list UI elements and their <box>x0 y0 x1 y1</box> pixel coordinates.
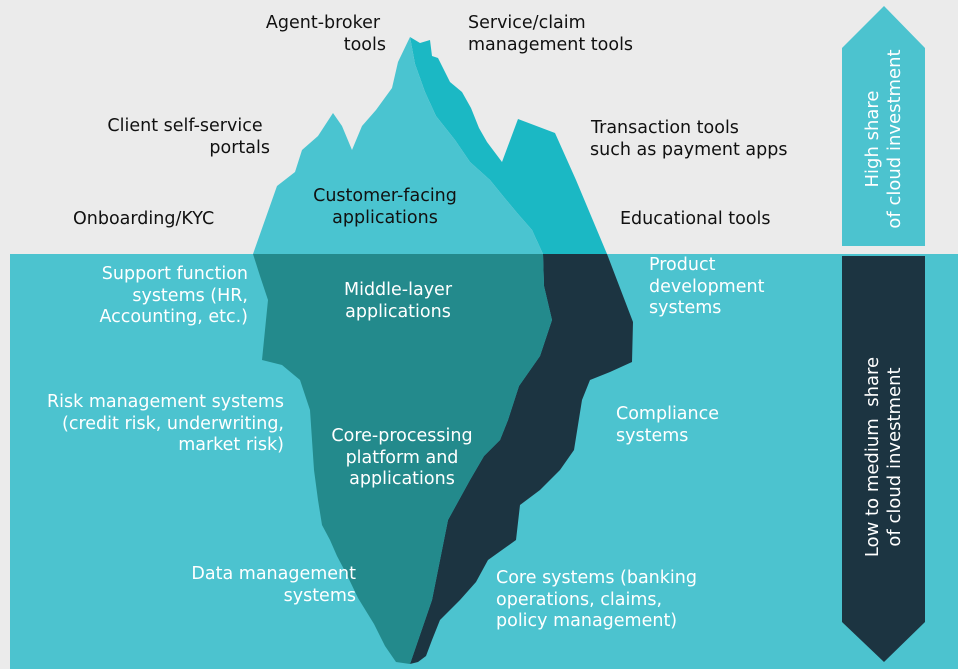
arrow-upper-section <box>842 6 925 246</box>
iceberg-tip-right-face <box>410 37 607 254</box>
onboarding-kyc-label: Onboarding/KYC <box>73 209 215 229</box>
iceberg-submerged-dark-face <box>410 254 633 664</box>
educational-tools-label: Educational tools <box>620 209 771 229</box>
risk-management-systems-label: Risk management systems(credit risk, und… <box>46 392 284 455</box>
iceberg-submerged-main-face <box>253 254 552 664</box>
arrow-lower-section <box>842 256 925 662</box>
iceberg-tip-left-face <box>253 37 543 254</box>
